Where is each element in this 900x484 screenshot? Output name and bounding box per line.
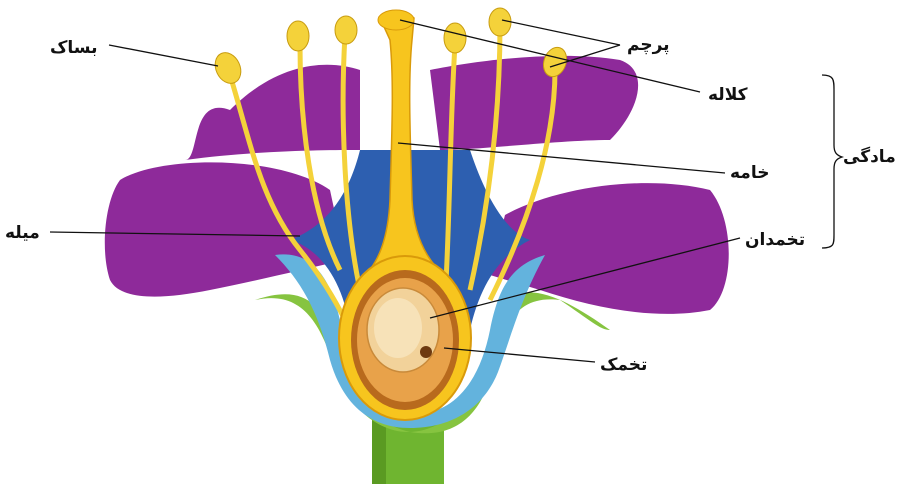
leader-anther — [109, 45, 218, 66]
label-filament: میله — [5, 223, 40, 243]
ovule-core — [374, 298, 422, 358]
label-ovary: تخمدان — [745, 230, 805, 250]
label-anther: بساک — [50, 38, 97, 58]
label-stigma: کلاله — [708, 85, 748, 105]
label-stamen: پرچم — [627, 35, 670, 55]
anther-5 — [489, 8, 511, 36]
petal-upper-left — [185, 65, 360, 160]
pistil-brace — [822, 75, 842, 248]
anther-2 — [287, 21, 309, 51]
stigma — [378, 10, 414, 30]
anther-4 — [444, 23, 466, 53]
anther-1 — [210, 48, 245, 87]
flower-stalk-shade — [372, 420, 386, 484]
anther-3 — [335, 16, 357, 44]
label-pistil: مادگی — [843, 146, 896, 167]
label-style: خامه — [730, 163, 769, 183]
ovule-attachment — [420, 346, 432, 358]
leader-stamen-1 — [502, 20, 620, 45]
label-ovule: تخمک — [600, 355, 647, 375]
